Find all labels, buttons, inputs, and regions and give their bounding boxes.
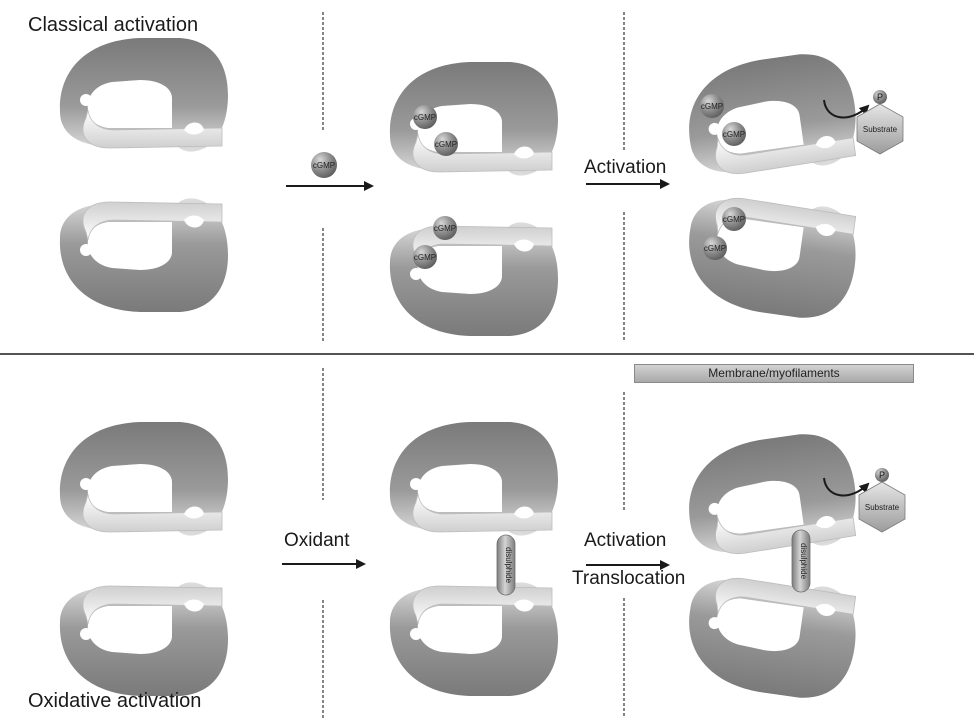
svg-text:P: P xyxy=(877,92,883,102)
subunit-lower xyxy=(60,198,228,312)
subunit-lower xyxy=(60,582,228,696)
disulphide-bridge: disulphide xyxy=(497,535,515,595)
svg-text:cGMP: cGMP xyxy=(414,113,436,122)
svg-text:cGMP: cGMP xyxy=(704,244,726,253)
subunit-lower xyxy=(390,222,558,336)
cgmp-molecule: cGMP xyxy=(434,132,458,156)
inactive-dimer-top xyxy=(60,38,228,312)
svg-text:cGMP: cGMP xyxy=(701,102,723,111)
cgmp-bound-dimer: cGMP cGMP cGMP cGMP xyxy=(390,62,558,336)
cgmp-molecule: cGMP xyxy=(722,207,746,231)
active-translocated-dimer: disulphide xyxy=(680,428,862,705)
cgmp-molecule: cGMP xyxy=(413,245,437,269)
svg-text:P: P xyxy=(879,470,885,480)
translocation-label: Translocation xyxy=(572,568,685,590)
inactive-dimer-bottom xyxy=(60,422,228,696)
disulphide-bridge: disulphide xyxy=(792,530,810,592)
svg-text:cGMP: cGMP xyxy=(313,161,335,170)
svg-text:cGMP: cGMP xyxy=(435,140,457,149)
svg-text:cGMP: cGMP xyxy=(414,253,436,262)
svg-text:Substrate: Substrate xyxy=(865,503,900,512)
cgmp-molecule: cGMP xyxy=(433,216,457,240)
subunit-upper xyxy=(680,428,862,564)
subunit-lower xyxy=(680,568,862,704)
activation-label-bottom: Activation xyxy=(584,530,666,552)
oxidised-dimer: disulphide xyxy=(390,422,558,696)
subunit-upper xyxy=(60,422,228,536)
subunit-upper xyxy=(390,422,558,536)
cgmp-molecule: cGMP xyxy=(722,122,746,146)
cgmp-molecule: cGMP xyxy=(413,105,437,129)
oxidative-activation-title: Oxidative activation xyxy=(28,690,201,713)
classical-activation-title: Classical activation xyxy=(28,14,198,37)
svg-text:Substrate: Substrate xyxy=(863,125,898,134)
oxidant-label: Oxidant xyxy=(284,530,349,552)
svg-text:cGMP: cGMP xyxy=(723,130,745,139)
subunit-upper xyxy=(60,38,228,152)
active-open-dimer: cGMP cGMP cGMP cGMP xyxy=(680,48,862,325)
cgmp-molecule: cGMP xyxy=(311,152,337,178)
membrane-myofilaments-bar: Membrane/myofilaments xyxy=(634,364,914,383)
svg-text:disulphide: disulphide xyxy=(504,547,513,584)
cgmp-molecule: cGMP xyxy=(703,236,727,260)
cgmp-molecule: cGMP xyxy=(700,94,724,118)
svg-text:disulphide: disulphide xyxy=(799,543,808,580)
activation-label-top: Activation xyxy=(584,157,666,179)
svg-text:cGMP: cGMP xyxy=(723,215,745,224)
subunit-lower xyxy=(390,582,558,696)
svg-text:cGMP: cGMP xyxy=(434,224,456,233)
